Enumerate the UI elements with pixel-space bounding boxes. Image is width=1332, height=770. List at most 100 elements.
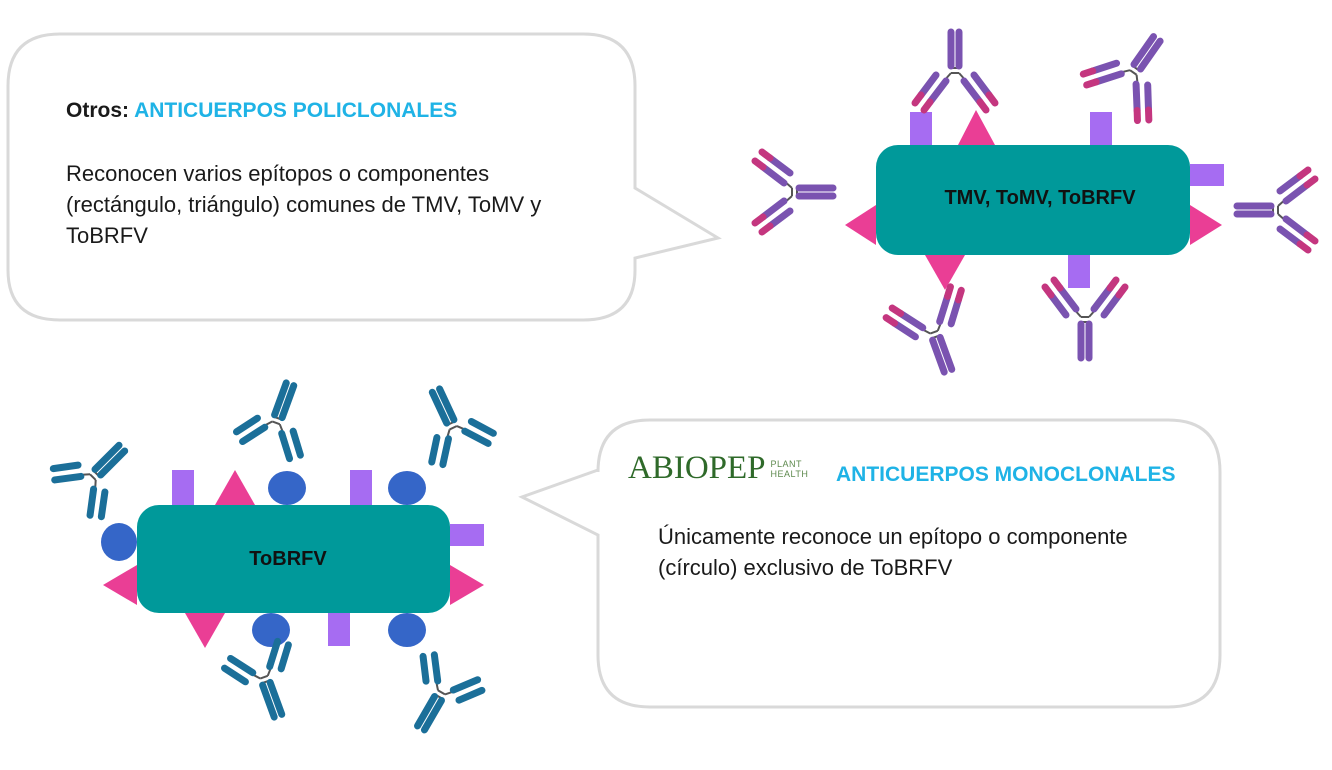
heavy-chain: [929, 336, 948, 376]
light-chain-arm: [467, 418, 497, 437]
epitope-rectangle: [172, 470, 194, 505]
bottom-virus-particle: [137, 505, 450, 613]
heavy-chain-arm: [266, 637, 282, 671]
variable-tip: [882, 314, 898, 327]
top-callout-prefix: Otros:: [66, 99, 135, 122]
top-virus-label: TMV, ToMV, ToBRFV: [944, 187, 1136, 209]
variable-tip: [1106, 276, 1120, 292]
variable-tip: [1115, 283, 1129, 299]
bottom-callout-body: Únicamente reconoce un epítopo o compone…: [658, 524, 1128, 580]
heavy-chain-arm: [430, 651, 442, 685]
hinge-line: [929, 329, 939, 335]
light-chain-arm: [917, 71, 940, 99]
epitope-rectangle: [1068, 255, 1090, 288]
variable-tip: [1083, 78, 1100, 89]
heavy-chain-arm: [897, 309, 927, 332]
top-speech-bubble: [6, 32, 722, 322]
epitope-circle: [252, 613, 290, 647]
light-chain-arm: [1144, 81, 1153, 114]
light-chain-arm: [1276, 172, 1304, 195]
antibody-icon: [1041, 276, 1129, 362]
variable-tip: [1050, 276, 1064, 292]
antibody-icon: [751, 148, 837, 236]
heavy-chain: [1130, 33, 1158, 68]
hinge-line: [1129, 69, 1138, 76]
variable-tip: [758, 148, 774, 162]
epitope-triangle: [1190, 205, 1222, 245]
antibody-icon: [232, 379, 304, 463]
heavy-chain-arm: [936, 292, 952, 326]
heavy-chain-arm: [1092, 70, 1125, 86]
epitope-triangle: [925, 255, 965, 290]
heavy-chain-arm: [1090, 284, 1114, 313]
epitope-rectangle: [1090, 112, 1112, 145]
hinge-line: [437, 689, 446, 696]
hinge-line: [271, 420, 281, 426]
antibody-icon: [882, 283, 965, 376]
epitope-circle: [101, 523, 137, 561]
light-chain-arm: [1276, 225, 1304, 248]
hinge-line: [449, 425, 458, 431]
light-chain-arm: [766, 154, 794, 177]
antibody-icon: [1079, 33, 1164, 125]
variable-tip: [1133, 107, 1141, 125]
logo-plant: PLANT: [770, 458, 803, 469]
antibody-icon: [49, 441, 129, 521]
monoclonal-heading: ANTICUERPOS MONOCLONALES: [836, 463, 1176, 486]
heavy-chain: [1137, 37, 1164, 73]
variable-tip: [944, 283, 954, 300]
monoclonal-virus-group: [49, 379, 497, 734]
top-virus-particle: [876, 145, 1190, 255]
light-chain-arm: [49, 461, 82, 473]
epitope-triangle: [185, 613, 225, 648]
epitope-rectangle: [450, 524, 484, 546]
light-chain-arm: [289, 427, 304, 459]
heavy-chain: [420, 696, 445, 734]
variable-tip: [1303, 175, 1319, 189]
antibody-icon: [1233, 166, 1319, 254]
light-chain-arm: [277, 641, 292, 673]
heavy-chain-arm: [1282, 215, 1311, 239]
logo-subtitle: PLANT HEALTH: [771, 459, 809, 479]
heavy-chain-arm: [51, 472, 85, 484]
heavy-chain: [436, 385, 458, 424]
epitope-rectangle: [328, 613, 350, 646]
heavy-chain-arm: [1282, 181, 1311, 205]
variable-tip: [1079, 67, 1097, 78]
light-chain-arm: [232, 414, 261, 436]
epitope-rectangle: [350, 470, 372, 505]
light-chain-arm: [220, 664, 249, 686]
epitope-triangle: [845, 205, 876, 245]
heavy-chain: [97, 447, 129, 479]
variable-tip: [888, 304, 905, 317]
light-chain-arm: [1047, 291, 1070, 319]
logo-health: HEALTH: [770, 468, 809, 479]
light-chain-arm: [947, 296, 962, 328]
heavy-chain-arm: [86, 485, 98, 519]
heavy-chain-arm: [227, 654, 257, 677]
light-chain-arm: [455, 686, 486, 704]
heavy-chain: [271, 379, 290, 419]
epitope-triangle: [103, 565, 137, 605]
heavy-chain-arm: [239, 423, 269, 446]
variable-tip: [1303, 231, 1319, 245]
top-callout-title: Otros: ANTICUERPOS POLICLONALES: [66, 95, 457, 126]
variable-tip: [920, 98, 934, 114]
heavy-chain-arm: [926, 77, 950, 106]
variable-tip: [1145, 106, 1153, 124]
light-chain-arm: [428, 434, 441, 466]
light-chain-arm: [970, 71, 993, 99]
variable-tip: [1296, 240, 1312, 254]
heavy-chain-arm: [759, 163, 788, 187]
light-chain-arm: [766, 207, 794, 230]
epitope-circle: [388, 613, 426, 647]
hinge-line: [259, 674, 269, 680]
bottom-speech-bubble: [518, 418, 1222, 709]
light-chain-arm: [1089, 59, 1121, 75]
hinge-line: [89, 473, 97, 481]
bottom-virus-label: ToBRFV: [249, 548, 327, 570]
variable-tip: [1041, 283, 1055, 299]
variable-tip: [985, 91, 999, 107]
heavy-chain-arm: [461, 427, 492, 447]
